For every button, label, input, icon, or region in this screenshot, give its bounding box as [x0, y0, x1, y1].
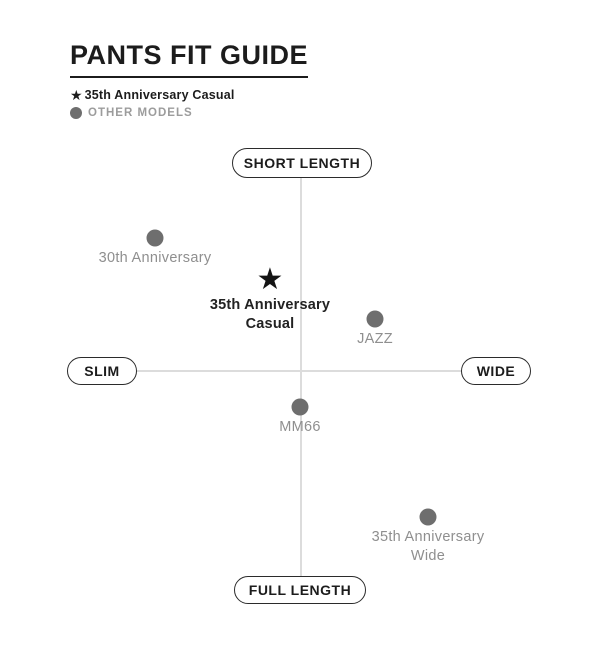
dot-icon — [70, 107, 82, 119]
legend-row-secondary: OTHER MODELS — [70, 107, 235, 119]
legend-secondary-label: OTHER MODELS — [88, 107, 193, 119]
star-icon: ★ — [70, 87, 83, 103]
point-label: 30th Anniversary — [98, 250, 212, 266]
axis-label-slim: SLIM — [67, 357, 137, 385]
dot-marker-icon — [366, 310, 384, 328]
axis-label-full-length: FULL LENGTH — [234, 576, 366, 604]
point-label: MM66 — [279, 419, 321, 435]
axis-label-wide: WIDE — [461, 357, 531, 385]
dot-marker-icon — [146, 229, 164, 247]
axis-label-short-length: SHORT LENGTH — [232, 148, 372, 178]
legend-primary-label: 35th Anniversary Casual — [84, 88, 235, 102]
horizontal-axis-line — [137, 370, 461, 372]
dot-marker-icon — [419, 508, 437, 526]
star-marker-icon: ★ — [256, 263, 284, 297]
legend-row-primary: ★ 35th Anniversary Casual — [70, 88, 235, 102]
page-title: PANTS FIT GUIDE — [70, 40, 309, 78]
point-label: JAZZ — [357, 331, 393, 347]
vertical-axis-line — [300, 178, 302, 576]
legend: ★ 35th Anniversary Casual OTHER MODELS — [70, 88, 235, 124]
dot-marker-icon — [291, 398, 309, 416]
